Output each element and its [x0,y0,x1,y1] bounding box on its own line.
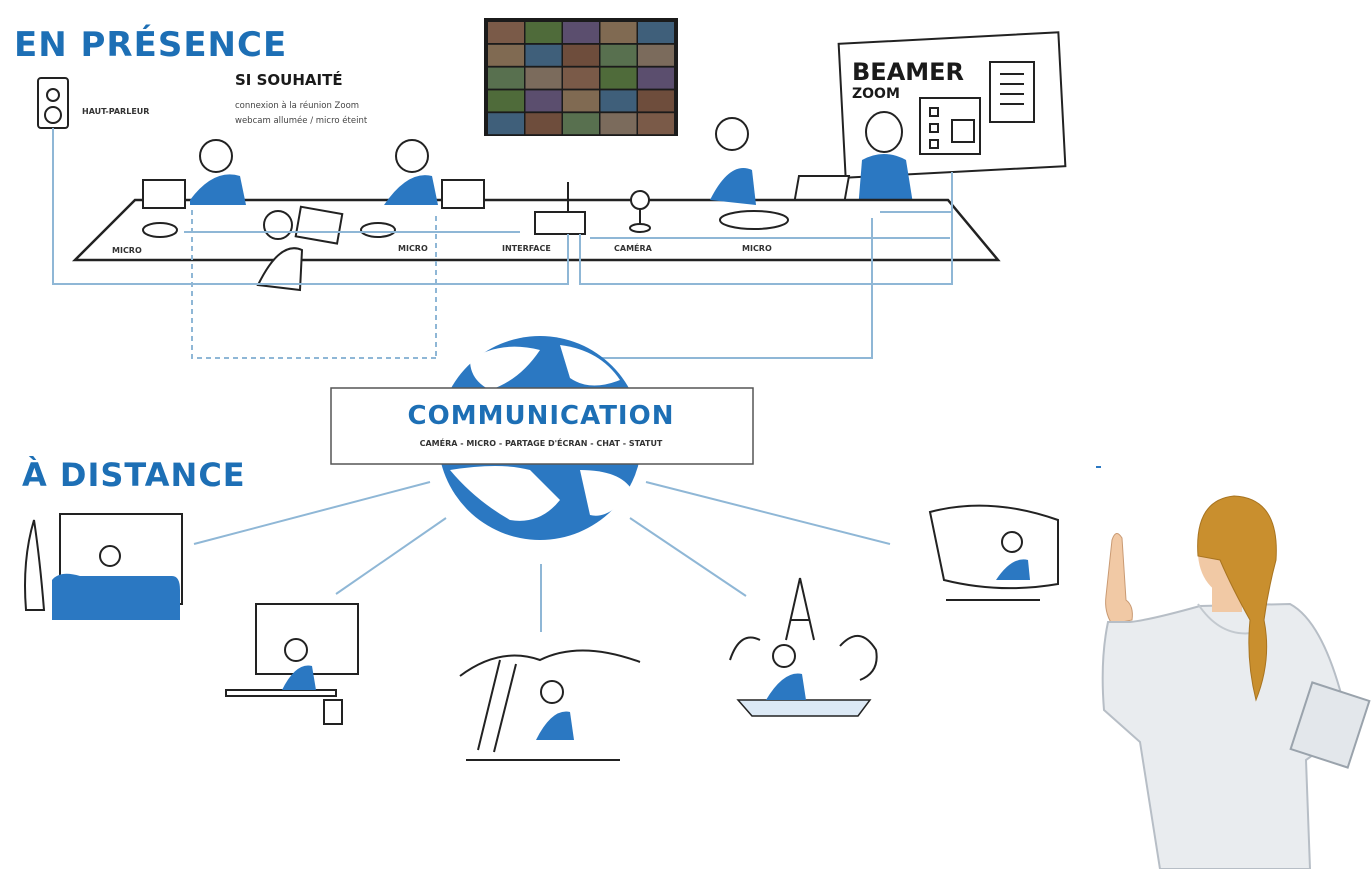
optional-line-2: webcam allumée / micro éteint [235,115,368,126]
video-tile [600,90,637,112]
optional-line-1: connexion à la réunion Zoom [235,100,359,111]
video-tile [488,113,524,135]
participant-left [142,139,246,209]
optional-title: SI SOUHAITÉ [235,70,343,89]
video-tile [638,90,674,112]
participant-note-taker [256,205,344,292]
camera-icon [629,190,651,233]
label-camera: CAMÉRA [614,242,653,253]
video-tile [600,44,637,66]
remote-outdoors [459,649,641,761]
beamer-label: BEAMER [852,58,964,86]
video-tile [525,44,562,66]
stray-mark [1096,466,1101,468]
remote-home-sofa [24,513,183,620]
speaker-label: HAUT-PARLEUR [82,107,149,116]
video-tile [488,90,524,112]
zoom-label: ZOOM [852,86,900,102]
video-tile [600,22,637,43]
micro-right-icon [719,210,789,230]
label-micro-center: MICRO [398,244,428,253]
remote-title: À DISTANCE [22,456,246,494]
video-tile [563,113,599,135]
video-tile [488,67,524,89]
micro-center-icon [360,222,396,238]
remote-spokes [193,481,891,632]
communication-subtitle: CAMÉRA - MICRO - PARTAGE D'ÉCRAN - CHAT … [420,437,663,448]
video-tile [563,44,599,66]
video-tile [638,113,674,135]
video-tile [600,67,637,89]
remote-paris [729,577,878,717]
remote-home-desk [225,603,359,725]
in-person-title: EN PRÉSENCE [14,24,287,65]
video-tile [488,22,524,43]
video-tile [563,90,599,112]
video-tile [563,22,599,43]
video-tile [600,113,637,135]
video-tile [638,22,674,43]
interface-router-icon [534,182,586,235]
video-tile [488,44,524,66]
connection-lines [52,128,953,359]
communication-box [330,387,754,465]
video-tile [638,44,674,66]
speaker-icon [37,77,69,129]
participant-moderator [710,117,756,205]
communication-title: COMMUNICATION [408,401,675,431]
label-micro-right: MICRO [742,244,772,253]
micro-left-icon [142,222,178,238]
video-grid-screen [484,18,678,136]
video-tile [525,90,562,112]
remote-train [928,504,1059,601]
video-tile [525,113,562,135]
label-interface: INTERFACE [502,244,551,253]
video-tile [563,67,599,89]
video-tile [525,67,562,89]
video-tile [638,67,674,89]
video-tile [525,22,562,43]
label-micro-left: MICRO [112,246,142,255]
doctor-figure [1101,495,1371,869]
participant-center [384,139,485,209]
